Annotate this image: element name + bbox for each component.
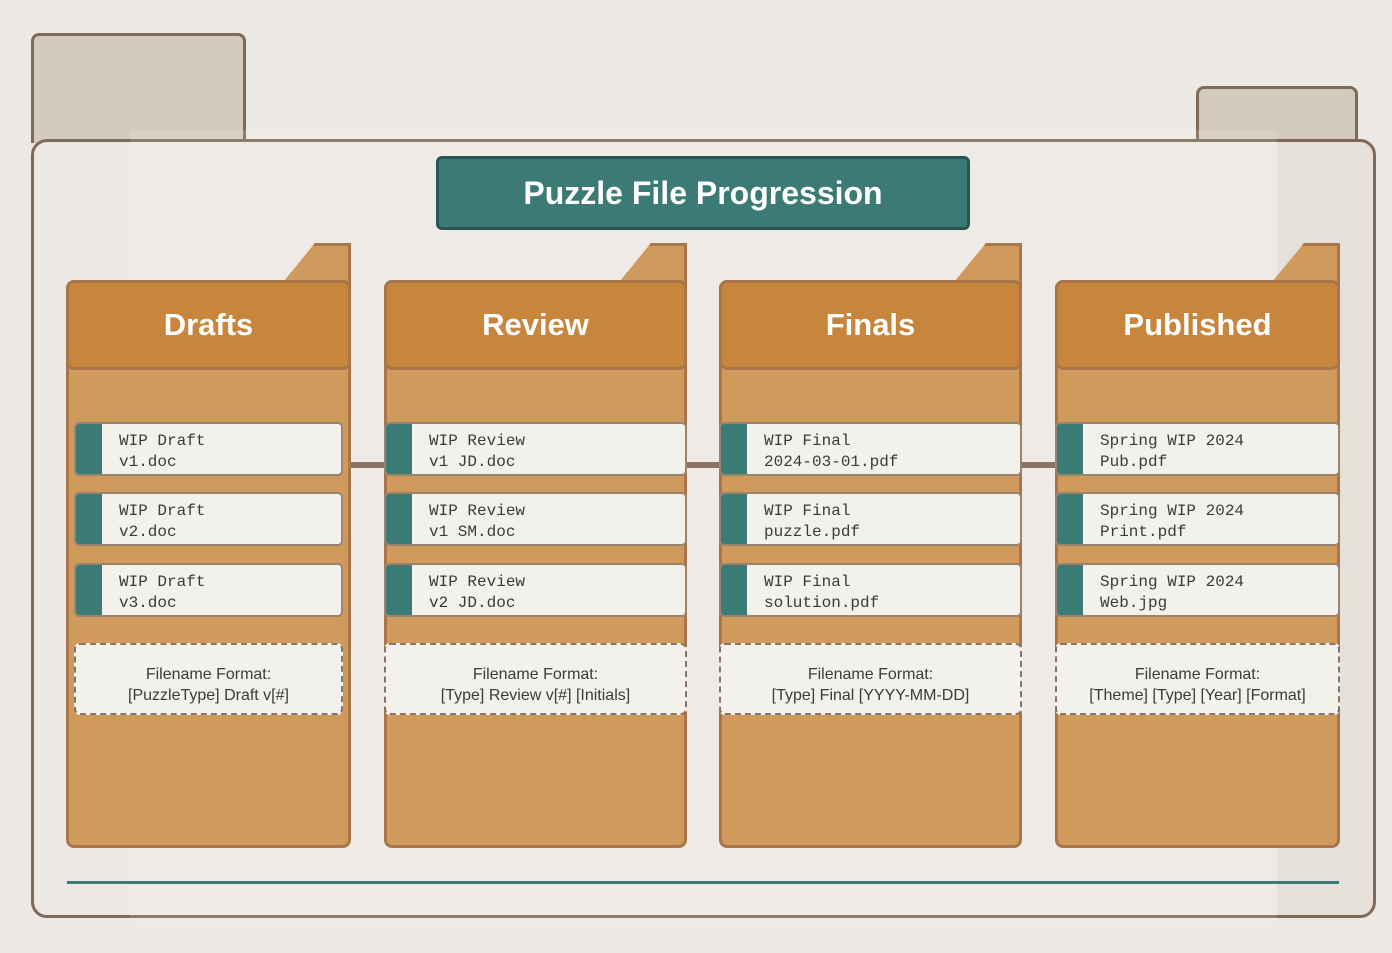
file-name: WIP Review v2 JD.doc [429, 573, 526, 612]
format-pattern: [Type] Review v[#] [Initials] [440, 687, 631, 704]
filename-format-box: Filename Format: [Type] Final [YYYY-MM-D… [719, 643, 1022, 715]
column-drafts: Drafts WIP Draft v1.doc WIP Draft v2.doc… [66, 243, 351, 848]
file-card[interactable]: Spring WIP 2024 Print.pdf [1055, 492, 1340, 546]
bottom-rule [67, 881, 1339, 884]
file-name: Spring WIP 2024 Print.pdf [1100, 502, 1245, 541]
file-name: WIP Draft v1.doc [119, 432, 206, 471]
filename-format-box: Filename Format: [Type] Review v[#] [Ini… [384, 643, 687, 715]
file-name: Spring WIP 2024 Pub.pdf [1100, 432, 1245, 471]
diagram-title: Puzzle File Progression [436, 156, 970, 230]
file-card-strip [76, 565, 102, 615]
file-name: WIP Review v1 JD.doc [429, 432, 526, 471]
file-card-strip [76, 494, 102, 544]
file-name: WIP Review v1 SM.doc [429, 502, 526, 541]
filename-format-box: Filename Format: [Theme] [Type] [Year] [… [1055, 643, 1340, 715]
file-name: WIP Draft v3.doc [119, 573, 206, 612]
column-folder-tab [1268, 243, 1340, 287]
format-pattern: [PuzzleType] Draft v[#] [128, 687, 289, 704]
file-name: WIP Draft v2.doc [119, 502, 206, 541]
stage-connector-line [340, 462, 1060, 468]
column-header: Finals [719, 280, 1022, 370]
file-card-strip [1057, 565, 1083, 615]
format-label: Filename Format: [145, 666, 272, 683]
file-name: WIP Final solution.pdf [764, 573, 880, 612]
file-card-strip [721, 424, 747, 474]
file-name: WIP Final 2024-03-01.pdf [764, 432, 899, 471]
format-label: Filename Format: [1134, 666, 1261, 683]
file-card-strip [76, 424, 102, 474]
file-card[interactable]: WIP Draft v1.doc [74, 422, 343, 476]
file-card[interactable]: WIP Final 2024-03-01.pdf [719, 422, 1022, 476]
file-card[interactable]: Spring WIP 2024 Web.jpg [1055, 563, 1340, 617]
file-card-strip [721, 565, 747, 615]
column-review: Review WIP Review v1 JD.doc WIP Review v… [384, 243, 687, 848]
column-header: Review [384, 280, 687, 370]
format-pattern: [Type] Final [YYYY-MM-DD] [771, 687, 970, 704]
column-published: Published Spring WIP 2024 Pub.pdf Spring… [1055, 243, 1340, 848]
file-card-strip [386, 424, 412, 474]
folder-tab-right [1196, 86, 1358, 143]
file-card[interactable]: WIP Review v2 JD.doc [384, 563, 687, 617]
format-pattern: [Theme] [Type] [Year] [Format] [1089, 687, 1306, 704]
column-header: Drafts [66, 280, 351, 370]
file-card[interactable]: WIP Review v1 SM.doc [384, 492, 687, 546]
file-card-strip [1057, 424, 1083, 474]
file-card-strip [386, 494, 412, 544]
file-card[interactable]: WIP Final puzzle.pdf [719, 492, 1022, 546]
file-card-strip [1057, 494, 1083, 544]
file-card[interactable]: WIP Final solution.pdf [719, 563, 1022, 617]
format-label: Filename Format: [807, 666, 934, 683]
file-card-strip [721, 494, 747, 544]
filename-format-box: Filename Format: [PuzzleType] Draft v[#] [74, 643, 343, 715]
file-name: Spring WIP 2024 Web.jpg [1100, 573, 1245, 612]
format-label: Filename Format: [472, 666, 599, 683]
file-card-strip [386, 565, 412, 615]
file-card[interactable]: WIP Draft v2.doc [74, 492, 343, 546]
column-header: Published [1055, 280, 1340, 370]
file-card[interactable]: WIP Draft v3.doc [74, 563, 343, 617]
file-name: WIP Final puzzle.pdf [764, 502, 861, 541]
file-card[interactable]: Spring WIP 2024 Pub.pdf [1055, 422, 1340, 476]
file-card[interactable]: WIP Review v1 JD.doc [384, 422, 687, 476]
column-finals: Finals WIP Final 2024-03-01.pdf WIP Fina… [719, 243, 1022, 848]
folder-tab-left [31, 33, 246, 143]
